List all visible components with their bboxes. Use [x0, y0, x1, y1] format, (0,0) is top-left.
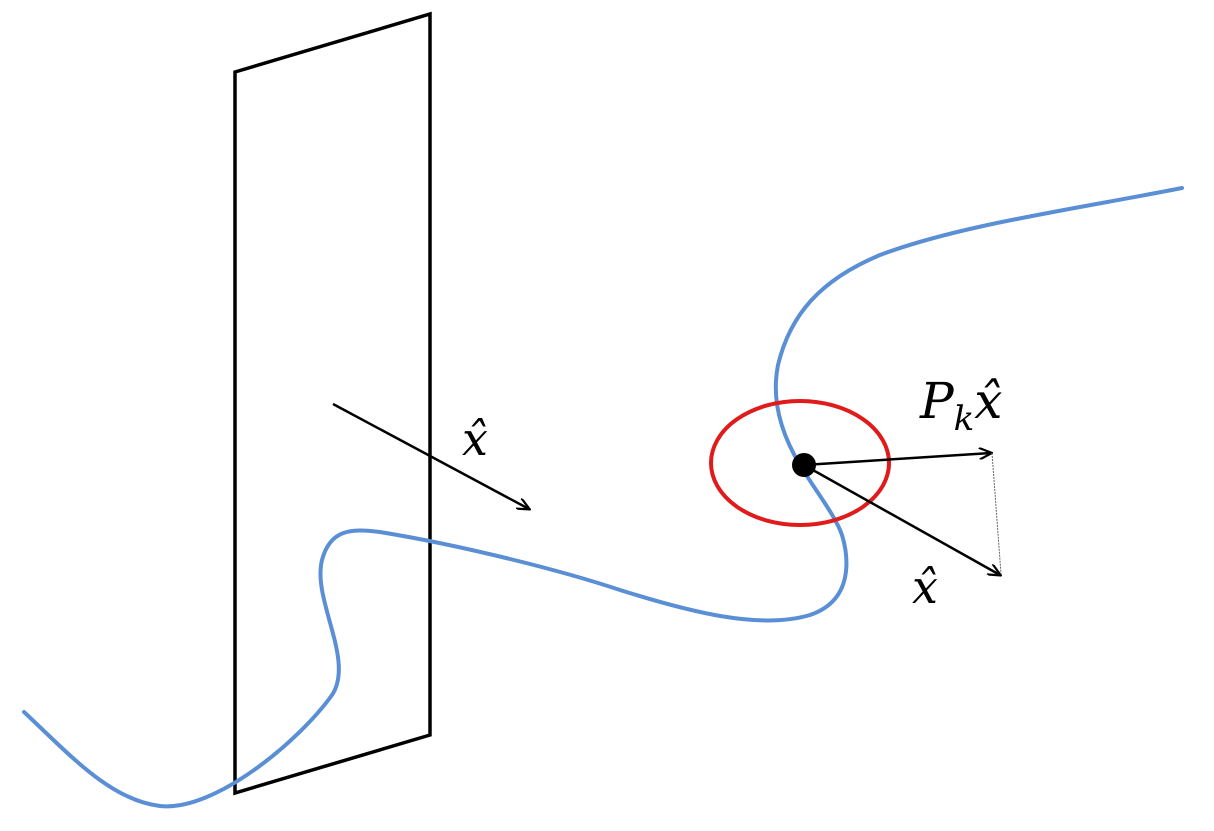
plane-arrow-label: x̂ [462, 412, 488, 466]
blue-curve [22, 186, 1184, 809]
projection-line [991, 452, 1002, 575]
plane-arrow [332, 402, 529, 509]
point-arrow-label: x̂ [912, 560, 938, 614]
point-arrow [803, 463, 1000, 575]
projected-label-P: P [919, 372, 955, 430]
projected-label-x: x̂ [974, 372, 1002, 430]
projected-label-k: k [954, 399, 975, 439]
projected-arrow-label: Pkx̂ [919, 372, 1002, 439]
neighborhood-circle [709, 399, 891, 527]
plane-shape [233, 11, 432, 796]
curve-point [792, 453, 816, 477]
projected-arrow [803, 453, 991, 467]
